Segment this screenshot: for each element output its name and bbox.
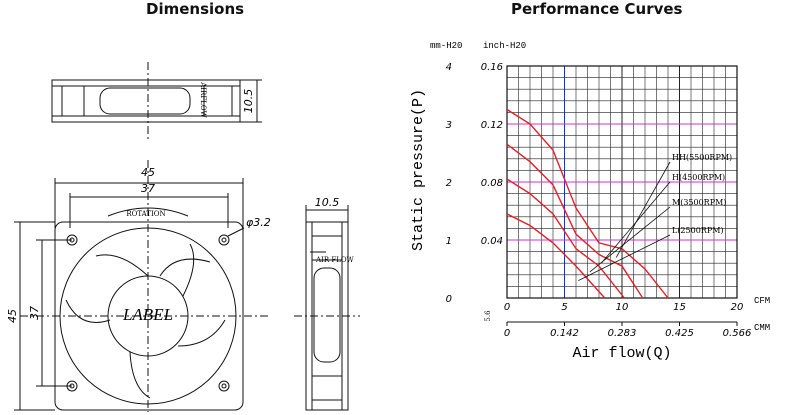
series-label: H(4500RPM): [672, 173, 725, 182]
airflow-label-top: AIRFLOW: [199, 81, 207, 118]
series-line: [506, 108, 669, 299]
y-unit-secondary: inch-H20: [483, 41, 526, 51]
x-tick-label: 15: [673, 302, 686, 313]
x2-tick-label: 0.142: [550, 328, 579, 339]
x-axis-label: Air flow(Q): [572, 345, 671, 362]
y-tick-label: 2: [446, 178, 452, 189]
performance-header: Performance Curves: [511, 0, 683, 18]
side-width-dim: 10.5: [315, 196, 340, 209]
x2-tick-label: 0.425: [665, 328, 694, 339]
y2-tick-label: 0.04: [481, 236, 503, 247]
fan-side-view-top: [51, 62, 262, 140]
plot-frame: [506, 65, 738, 299]
x-tick-label: 10: [616, 302, 629, 313]
front-height-outer-dim: 45: [6, 309, 19, 323]
x2-tick-label: 0.566: [723, 328, 752, 339]
x2-tick-label: 0: [504, 328, 510, 339]
x-tick-label: 5: [561, 302, 567, 313]
front-width-outer-dim: 45: [141, 166, 155, 179]
y-tick-label: 3: [446, 120, 452, 131]
y-axis-label: Static pressure(P): [410, 89, 427, 251]
fan-front-view: [14, 160, 270, 412]
performance-chart: 0 1 2 3 4 0.04 0.08 0.12 0.16 0 5 10 15 20 0 0.142 0.283…: [410, 41, 770, 362]
dim-5-6: 5.6: [484, 310, 492, 322]
x-unit-secondary: CMM: [754, 323, 770, 333]
front-height-inner-dim: 37: [28, 306, 41, 320]
hole-diameter-dim: φ3.2: [246, 216, 271, 229]
series-line: [506, 178, 625, 299]
y2-tick-label: 0.16: [481, 62, 503, 73]
front-width-inner-dim: 37: [141, 182, 155, 195]
fan-side-view-right: [294, 205, 360, 411]
x-unit-primary: CFM: [754, 296, 770, 306]
dimensions-header: Dimensions: [146, 0, 245, 18]
series-label: L(2500RPM): [672, 226, 724, 235]
side-height-dim: 10.5: [242, 89, 255, 114]
series-line: [506, 213, 606, 299]
airflow-label-side: AIR FLOW: [315, 256, 355, 264]
rotation-label: ROTATION: [126, 210, 165, 218]
fan-label-text: LABEL: [122, 305, 173, 324]
series-leader-line: [615, 161, 671, 258]
y2-tick-label: 0.08: [481, 178, 503, 189]
series-leader-line: [589, 206, 671, 273]
series-label: M(3500RPM): [672, 198, 726, 207]
x-tick-label: 20: [731, 302, 744, 313]
x2-tick-label: 0.283: [608, 328, 637, 339]
y2-tick-label: 0.12: [481, 120, 503, 131]
y-tick-label: 0: [446, 294, 452, 305]
series-label: HH(5500RPM): [672, 153, 732, 162]
y-unit-primary: mm-H20: [430, 41, 462, 51]
x-tick-label: 0: [504, 302, 510, 313]
y-tick-label: 1: [446, 236, 452, 247]
series-leader-line: [600, 181, 671, 264]
series-line: [506, 143, 644, 299]
series-leader-line: [578, 234, 671, 281]
y-tick-label: 4: [446, 62, 452, 73]
